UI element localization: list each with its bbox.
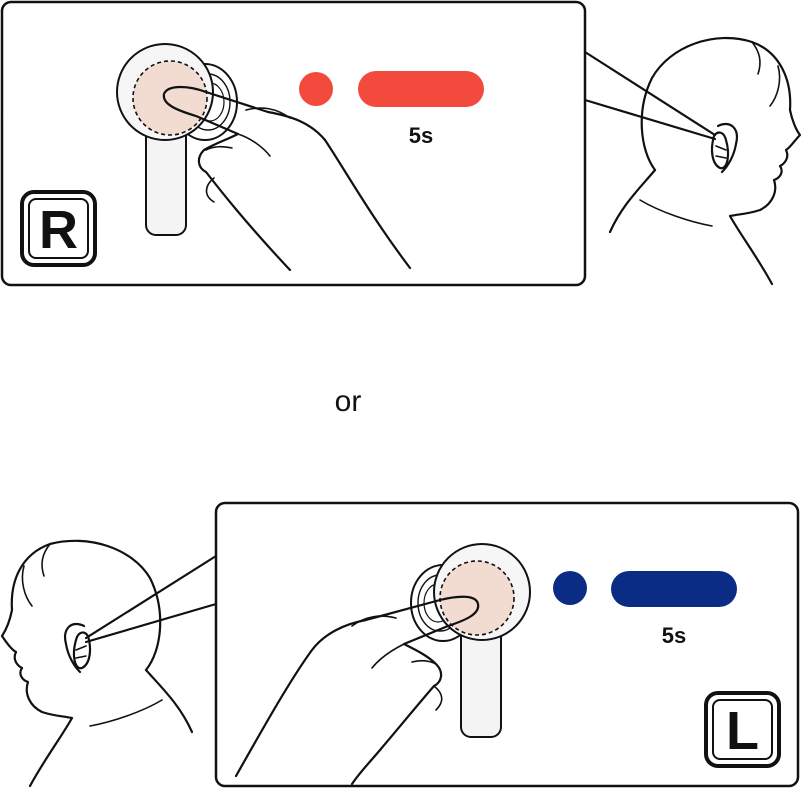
indicator-bar-left: [611, 571, 737, 607]
callout-lines-right: [583, 50, 717, 141]
head-profile-icon: [608, 36, 801, 286]
side-badge-right: R: [20, 190, 97, 267]
earbud-icon: [410, 543, 531, 738]
right-earbud-panel: 5s R: [0, 0, 587, 287]
separator-or: or: [335, 385, 362, 418]
side-badge-left-label: L: [726, 701, 759, 761]
indicator-bar-right: [358, 71, 484, 107]
touch-pad-right: [132, 60, 208, 136]
head-profile-icon: [0, 539, 194, 788]
callout-lines-left: [84, 554, 218, 644]
press-duration-right: 5s: [409, 123, 433, 148]
side-badge-right-label: R: [39, 200, 78, 260]
press-duration-left: 5s: [662, 623, 686, 648]
indicator-dot-right: [299, 72, 333, 106]
finger-press-icon: [234, 595, 480, 786]
finger-press-icon: [162, 85, 412, 272]
touch-pad-left: [439, 560, 515, 636]
side-badge-left: L: [704, 691, 781, 768]
indicator-dot-left: [553, 571, 587, 605]
left-earbud-panel: 5s L: [214, 501, 800, 788]
